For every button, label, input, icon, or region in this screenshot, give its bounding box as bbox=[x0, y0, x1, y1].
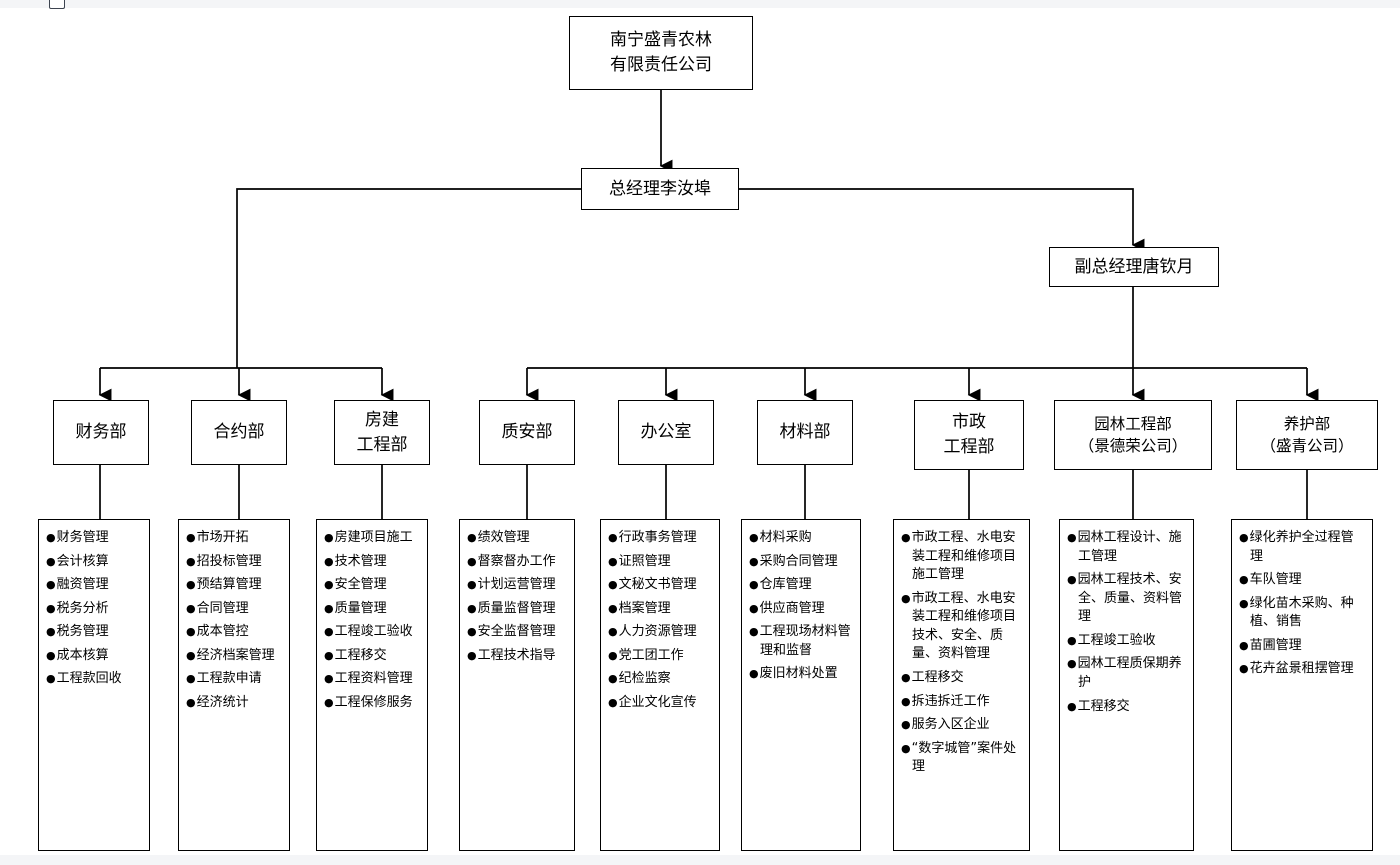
duty-item: 经济统计 bbox=[186, 694, 283, 713]
duty-item: 园林工程设计、施工管理 bbox=[1067, 529, 1187, 566]
dept-box-contract[interactable]: 合约部 bbox=[191, 400, 287, 465]
dept-label-landscape-engineering: 园林工程部 （景德荣公司） bbox=[1078, 414, 1188, 455]
duty-item: 废旧材料处置 bbox=[749, 665, 854, 684]
duty-item: 服务入区企业 bbox=[901, 716, 1023, 735]
duties-panel-office: 行政事务管理 证照管理 文秘文书管理 档案管理 人力资源管理 党工团工作 纪检监… bbox=[600, 519, 720, 851]
duty-item: 工程移交 bbox=[324, 647, 421, 666]
duty-item: 融资管理 bbox=[46, 576, 143, 595]
node-general-manager[interactable]: 总经理李汝埠 bbox=[581, 168, 739, 210]
duty-item: 绩效管理 bbox=[467, 529, 568, 548]
duty-item: 预结算管理 bbox=[186, 576, 283, 595]
node-general-manager-label: 总经理李汝埠 bbox=[609, 178, 711, 199]
duty-item: 党工团工作 bbox=[608, 647, 713, 666]
duty-item: 计划运营管理 bbox=[467, 576, 568, 595]
duty-item: 安全管理 bbox=[324, 576, 421, 595]
dept-label-material: 材料部 bbox=[779, 422, 831, 443]
duty-item: 园林工程质保期养护 bbox=[1067, 655, 1187, 692]
duty-item: 人力资源管理 bbox=[608, 623, 713, 642]
duty-item: 市政工程、水电安装工程和维修项目技术、安全、质量、资料管理 bbox=[901, 590, 1023, 664]
duty-item: 纪检监察 bbox=[608, 670, 713, 689]
dept-box-landscape-engineering[interactable]: 园林工程部 （景德荣公司） bbox=[1054, 400, 1212, 470]
duty-item: 财务管理 bbox=[46, 529, 143, 548]
duty-item: 文秘文书管理 bbox=[608, 576, 713, 595]
duty-item: 合同管理 bbox=[186, 600, 283, 619]
duty-item: 税务分析 bbox=[46, 600, 143, 619]
duty-item: 材料采购 bbox=[749, 529, 854, 548]
duty-item: 房建项目施工 bbox=[324, 529, 421, 548]
duty-item: 企业文化宣传 bbox=[608, 694, 713, 713]
duty-item: 行政事务管理 bbox=[608, 529, 713, 548]
window-bottom-strip bbox=[0, 855, 1400, 865]
duty-item: 工程移交 bbox=[1067, 698, 1187, 717]
duty-item: 花卉盆景租摆管理 bbox=[1239, 660, 1366, 679]
duty-item: 会计核算 bbox=[46, 553, 143, 572]
duties-panel-material: 材料采购 采购合同管理 仓库管理 供应商管理 工程现场材料管理和监督 废旧材料处… bbox=[741, 519, 861, 851]
duty-item: 成本管控 bbox=[186, 623, 283, 642]
duty-item: 苗圃管理 bbox=[1239, 637, 1366, 656]
window-tab-handle[interactable] bbox=[49, 0, 65, 9]
duty-item: 工程竣工验收 bbox=[324, 623, 421, 642]
duty-item: 工程资料管理 bbox=[324, 670, 421, 689]
duties-panel-building-engineering: 房建项目施工 技术管理 安全管理 质量管理 工程竣工验收 工程移交 工程资料管理… bbox=[316, 519, 428, 851]
duty-item: 绿化苗木采购、种植、销售 bbox=[1239, 595, 1366, 632]
duty-item: 质量监督管理 bbox=[467, 600, 568, 619]
duty-item: 市政工程、水电安装工程和维修项目施工管理 bbox=[901, 529, 1023, 585]
duty-item: 采购合同管理 bbox=[749, 553, 854, 572]
duties-panel-contract: 市场开拓 招投标管理 预结算管理 合同管理 成本管控 经济档案管理 工程款申请 … bbox=[178, 519, 290, 851]
window-top-strip bbox=[0, 0, 1400, 8]
dept-label-municipal-engineering: 市政 工程部 bbox=[943, 412, 995, 457]
duty-item: 经济档案管理 bbox=[186, 647, 283, 666]
duty-item: 工程移交 bbox=[901, 669, 1023, 688]
dept-box-municipal-engineering[interactable]: 市政 工程部 bbox=[914, 400, 1024, 470]
duty-item: 税务管理 bbox=[46, 623, 143, 642]
duties-panel-quality-safety: 绩效管理 督察督办工作 计划运营管理 质量监督管理 安全监督管理 工程技术指导 bbox=[459, 519, 575, 851]
duties-panel-municipal-engineering: 市政工程、水电安装工程和维修项目施工管理 市政工程、水电安装工程和维修项目技术、… bbox=[893, 519, 1030, 851]
duty-item: 技术管理 bbox=[324, 553, 421, 572]
duty-item: 拆违拆迁工作 bbox=[901, 693, 1023, 712]
duty-item: 工程款申请 bbox=[186, 670, 283, 689]
dept-box-maintenance[interactable]: 养护部 （盛青公司） bbox=[1236, 400, 1378, 470]
duty-item: 档案管理 bbox=[608, 600, 713, 619]
node-deputy-general-manager-label: 副总经理唐钦月 bbox=[1074, 256, 1194, 277]
duty-item: 供应商管理 bbox=[749, 600, 854, 619]
dept-box-quality-safety[interactable]: 质安部 bbox=[479, 400, 575, 465]
duty-item: 工程技术指导 bbox=[467, 647, 568, 666]
duty-item: 工程款回收 bbox=[46, 670, 143, 689]
dept-box-office[interactable]: 办公室 bbox=[618, 400, 714, 465]
dept-box-material[interactable]: 材料部 bbox=[757, 400, 853, 465]
dept-box-building-engineering[interactable]: 房建 工程部 bbox=[334, 400, 430, 465]
duty-item: “数字城管”案件处理 bbox=[901, 740, 1023, 777]
duty-item: 市场开拓 bbox=[186, 529, 283, 548]
duty-item: 质量管理 bbox=[324, 600, 421, 619]
duty-item: 绿化养护全过程管理 bbox=[1239, 529, 1366, 566]
dept-label-contract: 合约部 bbox=[213, 422, 265, 443]
duties-panel-maintenance: 绿化养护全过程管理 车队管理 绿化苗木采购、种植、销售 苗圃管理 花卉盆景租摆管… bbox=[1231, 519, 1373, 851]
dept-label-finance: 财务部 bbox=[75, 422, 127, 443]
duty-item: 安全监督管理 bbox=[467, 623, 568, 642]
dept-label-maintenance: 养护部 （盛青公司） bbox=[1260, 414, 1354, 455]
duty-item: 园林工程技术、安全、质量、资料管理 bbox=[1067, 571, 1187, 627]
duties-panel-landscape-engineering: 园林工程设计、施工管理 园林工程技术、安全、质量、资料管理 工程竣工验收 园林工… bbox=[1059, 519, 1194, 851]
duty-item: 工程保修服务 bbox=[324, 694, 421, 713]
dept-label-office: 办公室 bbox=[640, 422, 692, 443]
duty-item: 督察督办工作 bbox=[467, 553, 568, 572]
dept-label-building-engineering: 房建 工程部 bbox=[356, 409, 408, 455]
dept-box-finance[interactable]: 财务部 bbox=[53, 400, 149, 465]
duty-item: 证照管理 bbox=[608, 553, 713, 572]
duty-item: 工程竣工验收 bbox=[1067, 632, 1187, 651]
node-company[interactable]: 南宁盛青农林 有限责任公司 bbox=[569, 16, 753, 90]
duties-panel-finance: 财务管理 会计核算 融资管理 税务分析 税务管理 成本核算 工程款回收 bbox=[38, 519, 150, 851]
duty-item: 工程现场材料管理和监督 bbox=[749, 623, 854, 660]
dept-label-quality-safety: 质安部 bbox=[501, 422, 553, 443]
node-company-label: 南宁盛青农林 有限责任公司 bbox=[610, 30, 712, 75]
duty-item: 招投标管理 bbox=[186, 553, 283, 572]
node-deputy-general-manager[interactable]: 副总经理唐钦月 bbox=[1049, 247, 1219, 287]
duty-item: 成本核算 bbox=[46, 647, 143, 666]
duty-item: 车队管理 bbox=[1239, 571, 1366, 590]
duty-item: 仓库管理 bbox=[749, 576, 854, 595]
